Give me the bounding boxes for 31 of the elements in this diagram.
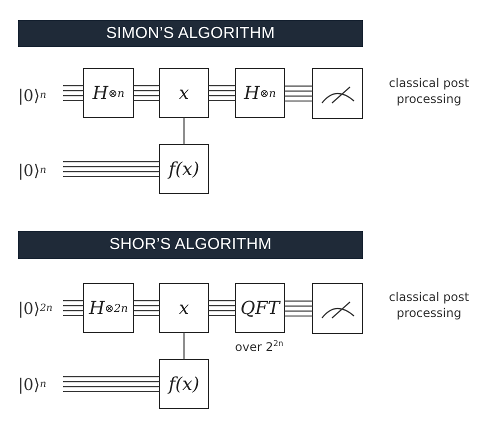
- output-note: classical post processing: [388, 290, 470, 322]
- qubit-register-wire: [63, 84, 83, 102]
- gate-box: H$^{⊗n}$: [83, 68, 134, 118]
- qubit-register-wire: [209, 300, 235, 316]
- gate-box: x: [159, 68, 209, 118]
- measurement-box: [312, 68, 363, 119]
- input-state-label: |0⟩$^{2n}$: [18, 293, 60, 323]
- gate-box: H$^{⊗n}$: [235, 68, 285, 118]
- gate-note: over 2$^{2n}$: [235, 339, 284, 354]
- input-state-label: |0⟩$^{n}$: [18, 155, 60, 185]
- qubit-register-wire: [209, 84, 235, 102]
- input-state-label: |0⟩$^{n}$: [18, 80, 60, 110]
- gate-box: f(x): [159, 359, 209, 409]
- qubit-register-wire: [63, 160, 159, 178]
- input-state-label: |0⟩$^{n}$: [18, 369, 60, 399]
- control-line: [183, 118, 185, 144]
- qubit-register-wire: [285, 85, 312, 102]
- qubit-register-wire: [63, 376, 159, 392]
- qubit-register-wire: [134, 84, 159, 102]
- measurement-box: [312, 283, 363, 334]
- gate-box: QFT: [235, 283, 285, 333]
- gate-box: x: [159, 283, 209, 333]
- qubit-register-wire: [285, 300, 312, 317]
- title-banner: SIMON’S ALGORITHM: [18, 20, 363, 47]
- qubit-register-wire: [63, 300, 83, 316]
- qubit-register-wire: [134, 300, 159, 316]
- output-note: classical post processing: [388, 76, 470, 108]
- control-line: [183, 333, 185, 359]
- gate-box: H$^{⊗2n}$: [83, 283, 134, 333]
- gate-box: f(x): [159, 144, 209, 194]
- title-banner: SHOR’S ALGORITHM: [18, 231, 363, 259]
